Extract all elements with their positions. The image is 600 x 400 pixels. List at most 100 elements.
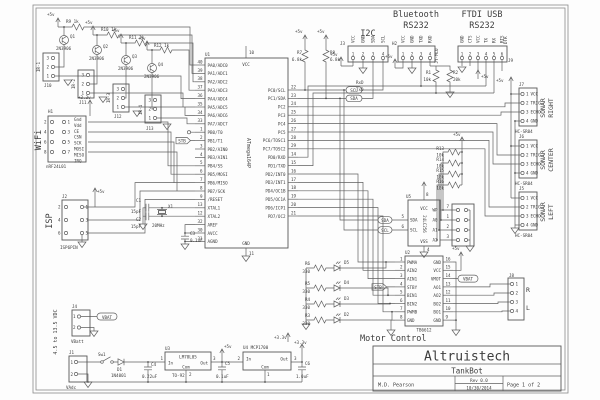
wires: [54, 26, 517, 383]
sonar-pin: 1 VCC: [517, 144, 539, 149]
revision: Rev 0.0: [470, 378, 488, 383]
pin-number: 5: [400, 290, 403, 295]
pin-name: AREF: [208, 222, 219, 227]
motor-conn-body: [507, 277, 525, 321]
label: Q1: [70, 34, 76, 39]
eeprom-pin: 1 A0: [432, 214, 457, 223]
signal-name: IRQ: [74, 158, 82, 163]
label: X1: [168, 204, 174, 209]
mcu-pin-row: 28 PC6/TOSC1: [263, 135, 298, 143]
label: R5: [305, 281, 311, 286]
label: VAdc: [66, 385, 77, 390]
mcu-pin-row: 6 PB5/MOSI: [195, 169, 228, 177]
pin-name: PC6/TOSC1: [263, 138, 286, 143]
label: 11: [249, 251, 255, 256]
label: 20MHz: [152, 223, 165, 228]
crystal-x1: [158, 210, 166, 214]
wifi-pin: 7: [62, 150, 71, 155]
pin-number: 30: [197, 227, 203, 232]
label: R13: [436, 146, 444, 151]
label: J13: [146, 126, 154, 131]
label: R16: [436, 179, 444, 184]
pin-number: 3: [526, 110, 529, 115]
label: +5v: [452, 246, 460, 251]
mcu-pin-row: 4 PB3/AIN1: [195, 152, 228, 160]
label: J3: [340, 41, 346, 46]
transistor-q2: [92, 45, 102, 55]
pin-number: 2: [447, 224, 450, 229]
led-d3: [333, 297, 341, 308]
ir2-header-body: [77, 69, 95, 99]
label: 2N3906: [89, 56, 105, 61]
pin-number: 20: [291, 202, 297, 207]
pin-number: 15: [446, 265, 452, 270]
driver-pin: 4 STBY: [395, 281, 418, 290]
mcu: VCC GND ATmega164P 40 PA0/ADC0 39 PA1/AD…: [195, 59, 298, 246]
pin-name: TRIG: [531, 101, 542, 106]
diode-d1: [117, 358, 125, 366]
pin-number: 3: [81, 73, 84, 78]
gnd-icon: [77, 241, 87, 248]
pin-number: 27: [291, 126, 297, 131]
pin-name: ECHO: [531, 110, 542, 115]
pin-name: PWMB: [407, 310, 418, 315]
label: +5v: [453, 132, 461, 137]
gnd-icon: [465, 245, 475, 252]
pin-name: PD3/INT1: [265, 180, 286, 185]
label: H2: [392, 41, 398, 46]
resistor-r13: [445, 148, 463, 156]
label: J5: [519, 186, 525, 191]
label: +5v: [330, 52, 338, 57]
label: 10k: [436, 164, 444, 169]
pin-number: 3: [372, 52, 375, 57]
label: R7: [297, 50, 303, 55]
pin-name: PC7/TOSC2: [263, 147, 286, 152]
label: 1: [160, 356, 163, 361]
sonar-right-conn: 1 VCC 2 TRIG 3 ECHO 4 GND: [517, 92, 541, 124]
pin-number: 4: [400, 281, 403, 286]
mcu-pin-row: 34 PA6/ADC6: [195, 110, 228, 118]
resistor-r5: [311, 284, 329, 292]
pin-number: 6: [400, 298, 403, 303]
label: C5: [225, 361, 231, 366]
motor-driver-body: [404, 255, 444, 327]
label: +5v: [385, 54, 393, 59]
pin-number: 2: [116, 96, 119, 101]
label: HC-SR04: [515, 233, 533, 238]
signal-name: CSN: [74, 135, 82, 140]
label: WiFi: [34, 130, 44, 150]
sonar-pin: 4 GND: [517, 171, 539, 176]
pin-name: /RESET: [208, 197, 224, 202]
pin-name: A1: [432, 228, 438, 233]
bt-pin: 3 TXD: [418, 35, 423, 66]
pin-number: 2: [46, 65, 49, 70]
label: SDA: [381, 218, 389, 223]
pin-name: VCC: [531, 92, 539, 97]
sda-tag: [377, 216, 393, 224]
mcu-left-pins: 40 PA0/ADC0 39 PA1/ADC1 38 PA2/ADC2 37 P…: [195, 59, 228, 244]
label: +5v: [47, 12, 55, 17]
isp-pin: 4: [58, 218, 68, 223]
label: 20k: [453, 77, 461, 82]
pin-name: SCL: [380, 35, 385, 43]
label: 2: [189, 372, 192, 377]
ftdi-header-body: [457, 45, 508, 63]
power-arrow: [87, 99, 93, 110]
j8-pin: 4: [508, 309, 519, 314]
pin-number: 3: [116, 87, 119, 92]
isp-pin: 6: [58, 231, 68, 236]
mcu-pin-row: 40 PA0/ADC0: [195, 59, 228, 68]
led-d4: [333, 281, 341, 292]
signal-name: CE: [74, 129, 80, 134]
led-d5: [333, 261, 341, 272]
resistor-r9: [69, 23, 87, 31]
pin-name: ECHO: [531, 162, 542, 167]
cap-c4: [143, 366, 153, 371]
mcu-pin-row: 21 PD7/OC2: [268, 210, 298, 219]
label: RS232: [469, 21, 495, 31]
pin-number: 21: [291, 210, 297, 215]
j8-pin: 2: [508, 291, 519, 296]
label: 1.0uF: [296, 374, 309, 379]
label: L: [526, 304, 530, 312]
ir-pin: 2: [46, 65, 55, 70]
